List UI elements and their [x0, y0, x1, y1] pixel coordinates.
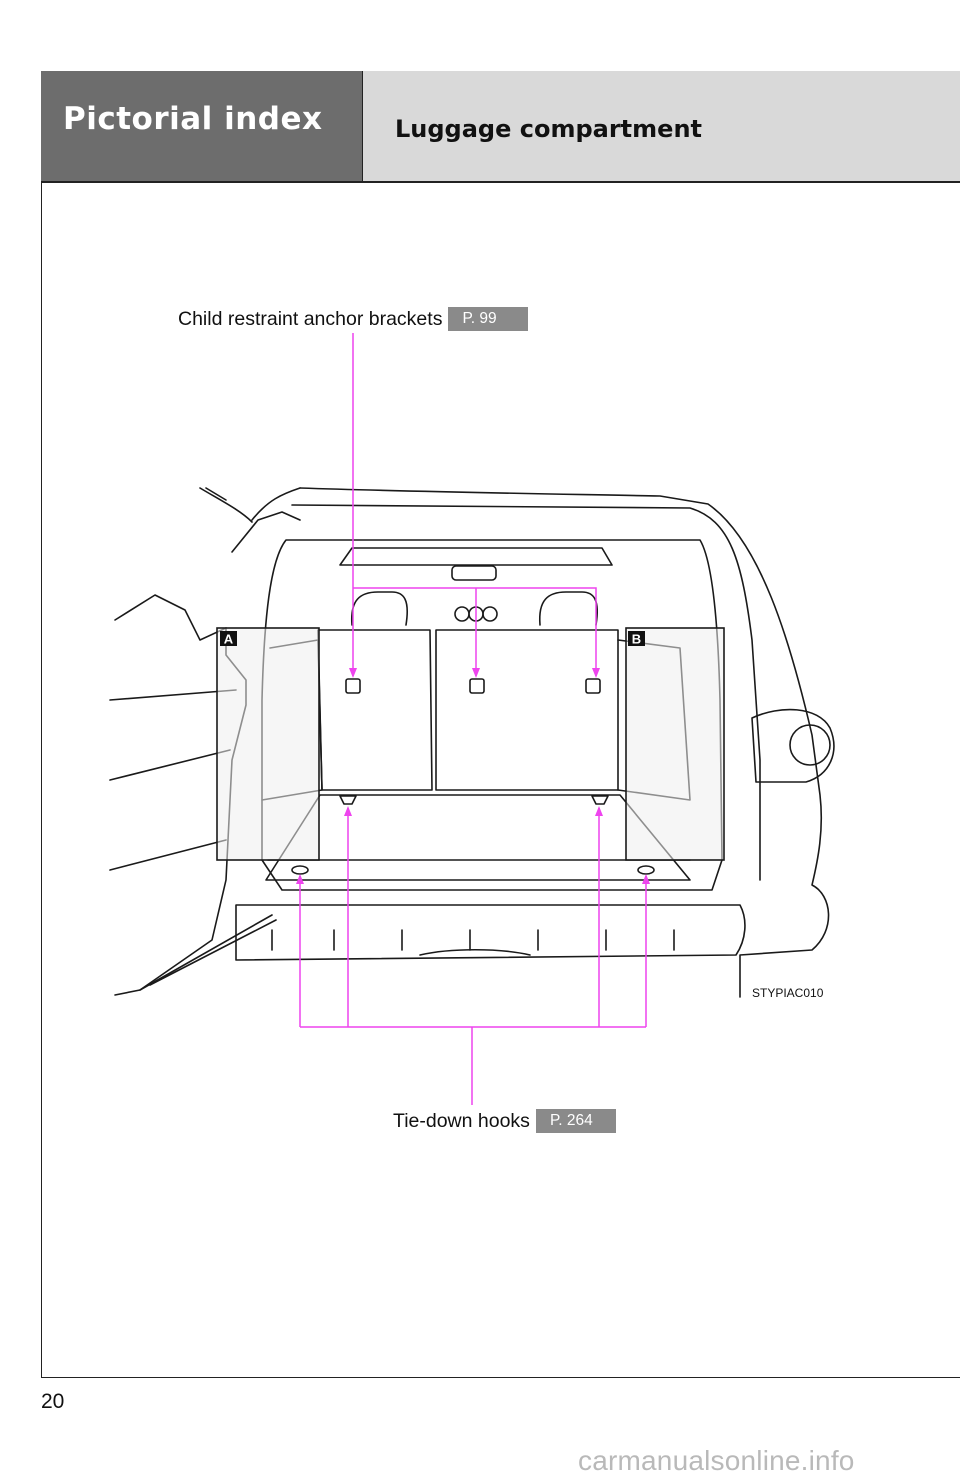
page-number: 20 [41, 1390, 65, 1413]
inset-label-a-bg [220, 631, 237, 646]
anchor-page-ref[interactable]: P. 99 [448, 307, 529, 331]
leader-lines [299, 333, 647, 1105]
vehicle-body-outline [299, 487, 830, 998]
section-tab: Pictorial index [41, 71, 363, 182]
inset-label-b: B [632, 632, 641, 647]
tail-light [751, 708, 835, 783]
inset-label-a: A [224, 632, 234, 647]
anchor-callout-label: Child restraint anchor brackets [178, 308, 443, 330]
hooks-callout-label: Tie-down hooks [393, 1110, 530, 1132]
rear-seatback-left [317, 629, 433, 791]
leader-arrowheads [296, 668, 650, 884]
header-rule [41, 181, 960, 183]
page-heading: Luggage compartment [395, 115, 702, 143]
inset-label-b-bg [628, 631, 645, 646]
cargo-opening [261, 539, 723, 891]
heading-bar: Luggage compartment [363, 71, 960, 182]
rear-seatback-right [435, 629, 619, 791]
hooks-page-ref[interactable]: P. 264 [535, 1109, 616, 1133]
inset-box-a [216, 627, 320, 861]
watermark: carmanualsonline.info [578, 1445, 855, 1476]
inset-box-b [625, 627, 725, 861]
rear-bumper [235, 904, 746, 961]
section-title: Pictorial index [63, 101, 323, 137]
illustration-code: STYPIAC010 [752, 986, 824, 1000]
